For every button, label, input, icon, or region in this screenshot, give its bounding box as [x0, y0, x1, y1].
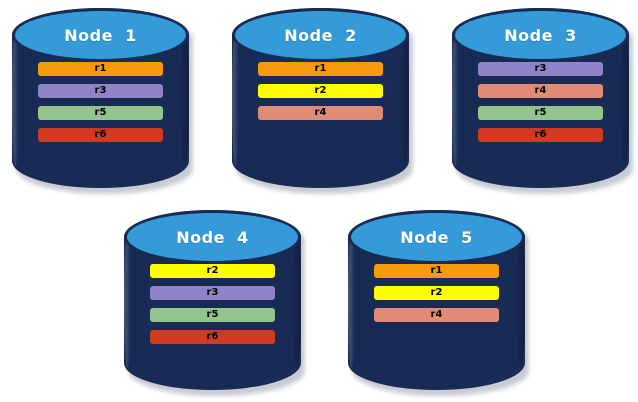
- replica-bar[interactable]: r4: [258, 106, 383, 120]
- node-title: Node 4: [176, 227, 249, 247]
- cylinder-top-disc: Node 5: [348, 210, 525, 264]
- node-cylinder-4[interactable]: Node 4 r2 r3 r5 r6: [124, 210, 305, 396]
- node-cylinder-5[interactable]: Node 5 r1 r2 r4: [348, 210, 529, 396]
- replica-list: r1 r2 r4: [232, 62, 409, 120]
- replica-bar[interactable]: r3: [478, 62, 603, 76]
- cylinder-top-disc: Node 1: [12, 8, 189, 62]
- node-title: Node 3: [504, 25, 577, 45]
- replica-bar[interactable]: r1: [38, 62, 163, 76]
- replica-list: r1 r2 r4: [348, 264, 525, 322]
- replica-bar[interactable]: r4: [374, 308, 499, 322]
- replica-list: r3 r4 r5 r6: [452, 62, 629, 142]
- node-cylinder-1[interactable]: Node 1 r1 r3 r5 r6: [12, 8, 193, 194]
- cylinder-top-disc: Node 2: [232, 8, 409, 62]
- replica-bar[interactable]: r3: [150, 286, 275, 300]
- replica-bar[interactable]: r3: [38, 84, 163, 98]
- node-cylinder-2[interactable]: Node 2 r1 r2 r4: [232, 8, 413, 194]
- replica-bar[interactable]: r1: [374, 264, 499, 278]
- replica-bar[interactable]: r2: [150, 264, 275, 278]
- cylinder-top-disc: Node 4: [124, 210, 301, 264]
- replica-bar[interactable]: r2: [374, 286, 499, 300]
- replica-bar[interactable]: r5: [150, 308, 275, 322]
- replica-list: r2 r3 r5 r6: [124, 264, 301, 344]
- node-cylinder-3[interactable]: Node 3 r3 r4 r5 r6: [452, 8, 633, 194]
- node-title: Node 2: [284, 25, 357, 45]
- replica-bar[interactable]: r4: [478, 84, 603, 98]
- replica-bar[interactable]: r1: [258, 62, 383, 76]
- node-title: Node 5: [400, 227, 473, 247]
- node-title: Node 1: [64, 25, 137, 45]
- replica-bar[interactable]: r6: [150, 330, 275, 344]
- replica-bar[interactable]: r5: [478, 106, 603, 120]
- replica-bar[interactable]: r2: [258, 84, 383, 98]
- replica-bar[interactable]: r6: [38, 128, 163, 142]
- cylinder-top-disc: Node 3: [452, 8, 629, 62]
- replica-bar[interactable]: r5: [38, 106, 163, 120]
- replica-bar[interactable]: r6: [478, 128, 603, 142]
- replica-list: r1 r3 r5 r6: [12, 62, 189, 142]
